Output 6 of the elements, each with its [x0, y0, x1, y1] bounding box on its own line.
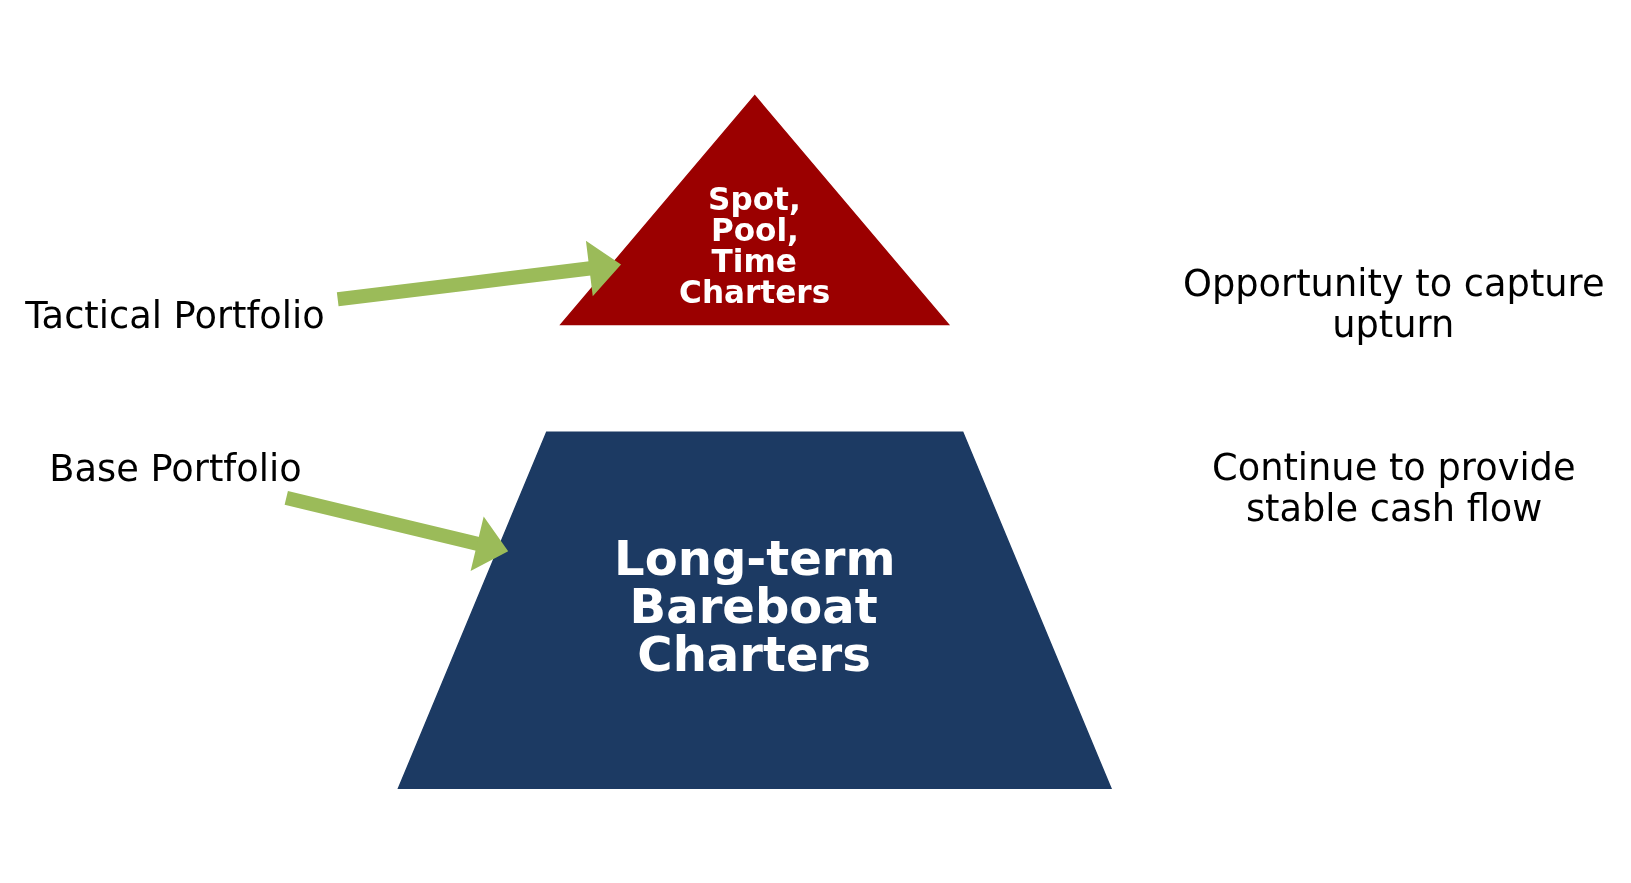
node-text: Base Portfolio: [49, 446, 302, 490]
arrow: [284, 490, 509, 571]
label: Opportunity to capture upturn: [1183, 261, 1605, 346]
label: Continue to provide stable cash flow: [1212, 445, 1576, 530]
arrow: [336, 240, 622, 306]
node-text: Tactical Portfolio: [25, 293, 325, 337]
